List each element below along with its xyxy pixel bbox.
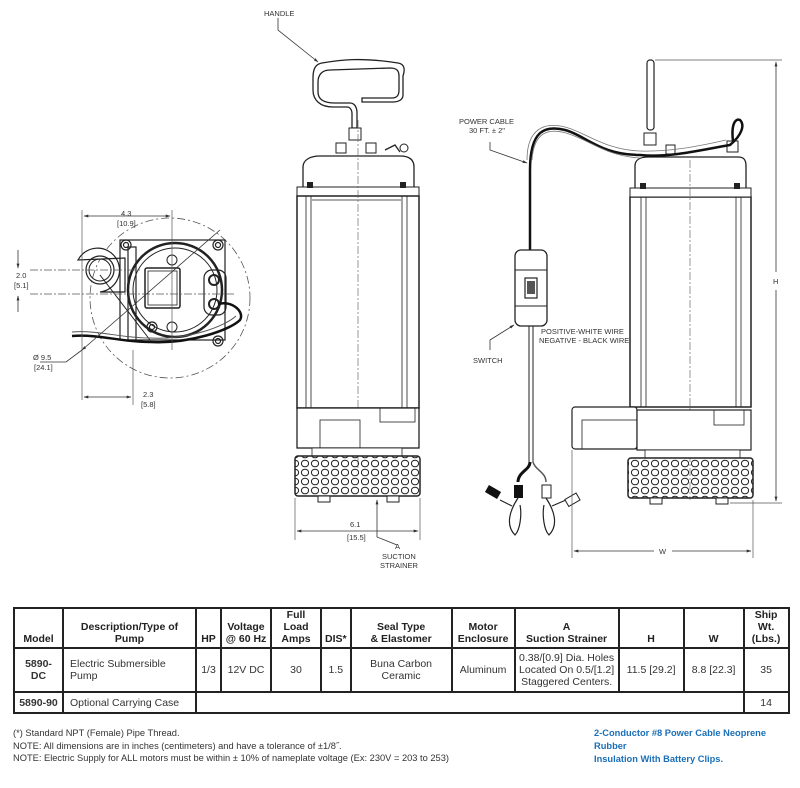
negative-clip-icon: [514, 485, 523, 498]
dim-2-0: 2.0: [16, 271, 26, 280]
cell-description: Optional Carrying Case: [62, 691, 197, 714]
header-voltage: Voltage@ 60 Hz: [220, 607, 272, 649]
model-link[interactable]: 5890-DC: [13, 647, 64, 693]
table-row: 5890-90 Optional Carrying Case 14: [13, 691, 790, 714]
header-model: Model: [13, 607, 64, 649]
strainer-a-label: A: [395, 542, 400, 551]
dim-9-5-cm: [24.1]: [34, 363, 53, 372]
footnote: NOTE: All dimensions are in inches (cent…: [13, 740, 342, 751]
cell-w: 8.8 [22.3]: [682, 647, 745, 693]
side-view: POWER CABLE 30 FT. ± 2" SWITCH POSITIVE-…: [459, 59, 782, 558]
top-view: 4.3 [10.9] 2.0 [5.1] Ø 9.5 [24.1] 2.3 [5…: [14, 209, 251, 409]
dim-w-label: W: [659, 547, 667, 556]
footnote: NOTE: Electric Supply for ALL motors mus…: [13, 753, 449, 763]
wire-label-2: NEGATIVE - BLACK WIRE: [539, 336, 629, 345]
discharge-lobe: [76, 247, 126, 293]
wire-label-1: POSITIVE-WHITE WIRE: [541, 327, 624, 336]
header-description: Description/Type of Pump: [62, 607, 197, 649]
cable-note-line: Insulation With Battery Clips.: [594, 754, 724, 764]
suction-strainer-side: [627, 457, 754, 499]
power-cable-label-2: 30 FT. ± 2": [469, 126, 505, 135]
cell-seal: Buna Carbon Ceramic: [349, 647, 453, 693]
table-row: 5890-DC Electric Submersible Pump 1/3 12…: [13, 647, 790, 693]
dim-6-1: 6.1: [350, 520, 360, 529]
handle-icon: [312, 58, 405, 129]
power-cable: [528, 118, 744, 250]
header-dis: DIS*: [320, 607, 352, 649]
header-weight: Ship Wt.(Lbs.): [742, 607, 790, 649]
table-header-row: Model Description/Type of Pump HP Voltag…: [13, 607, 790, 649]
power-cable-label-1: POWER CABLE: [459, 117, 514, 126]
dim-4-3: 4.3: [121, 209, 131, 218]
header-seal: Seal Type& Elastomer: [349, 607, 453, 649]
cable-note: 2-Conductor #8 Power Cable Neoprene Rubb…: [594, 727, 800, 766]
cell-amps: 30: [270, 647, 322, 693]
spec-table: Model Description/Type of Pump HP Voltag…: [13, 607, 790, 714]
positive-clip-icon: [541, 484, 552, 499]
header-w: W: [682, 607, 745, 649]
cell-voltage: 12V DC: [220, 647, 272, 693]
cable-note-line: 2-Conductor #8 Power Cable Neoprene Rubb…: [594, 728, 767, 751]
strainer-label-1: SUCTION: [382, 552, 416, 561]
strainer-label-2: STRAINER: [380, 561, 419, 570]
dim-h-label: H: [773, 277, 778, 286]
footnote: (*) Standard NPT (Female) Pipe Thread.: [13, 728, 180, 738]
motor-housing-side: [629, 196, 752, 408]
switch-label: SWITCH: [473, 356, 503, 365]
cell-motor: Aluminum: [450, 647, 516, 693]
cell-description: Electric Submersible Pump: [62, 647, 197, 693]
cell-hp: 1/3: [195, 647, 222, 693]
dim-9-5: Ø 9.5: [33, 353, 51, 362]
outline-circle: [89, 217, 251, 379]
footnotes: (*) Standard NPT (Female) Pipe Thread. N…: [13, 727, 449, 765]
dim-2-3-cm: [5.8]: [141, 400, 156, 409]
cell-weight: 35: [742, 647, 790, 693]
front-view: HANDLE 6.1 [15.5] A SUCTION STRAINER: [264, 9, 421, 570]
dim-2-3: 2.3: [143, 390, 153, 399]
dim-2-0-cm: [5.1]: [14, 281, 29, 290]
suction-strainer: [294, 455, 421, 497]
cell-h: 11.5 [29.2]: [617, 647, 685, 693]
dim-4-3-cm: [10.9]: [117, 219, 136, 228]
model-link[interactable]: 5890-90: [13, 691, 64, 714]
cell-empty: [195, 691, 745, 714]
cell-weight: 14: [742, 691, 790, 714]
header-h: H: [617, 607, 685, 649]
pump-technical-drawing: 4.3 [10.9] 2.0 [5.1] Ø 9.5 [24.1] 2.3 [5…: [14, 9, 782, 570]
header-hp: HP: [195, 607, 222, 649]
dim-6-1-cm: [15.5]: [347, 533, 366, 542]
cell-dis: 1.5: [320, 647, 352, 693]
handle-label: HANDLE: [264, 9, 294, 18]
